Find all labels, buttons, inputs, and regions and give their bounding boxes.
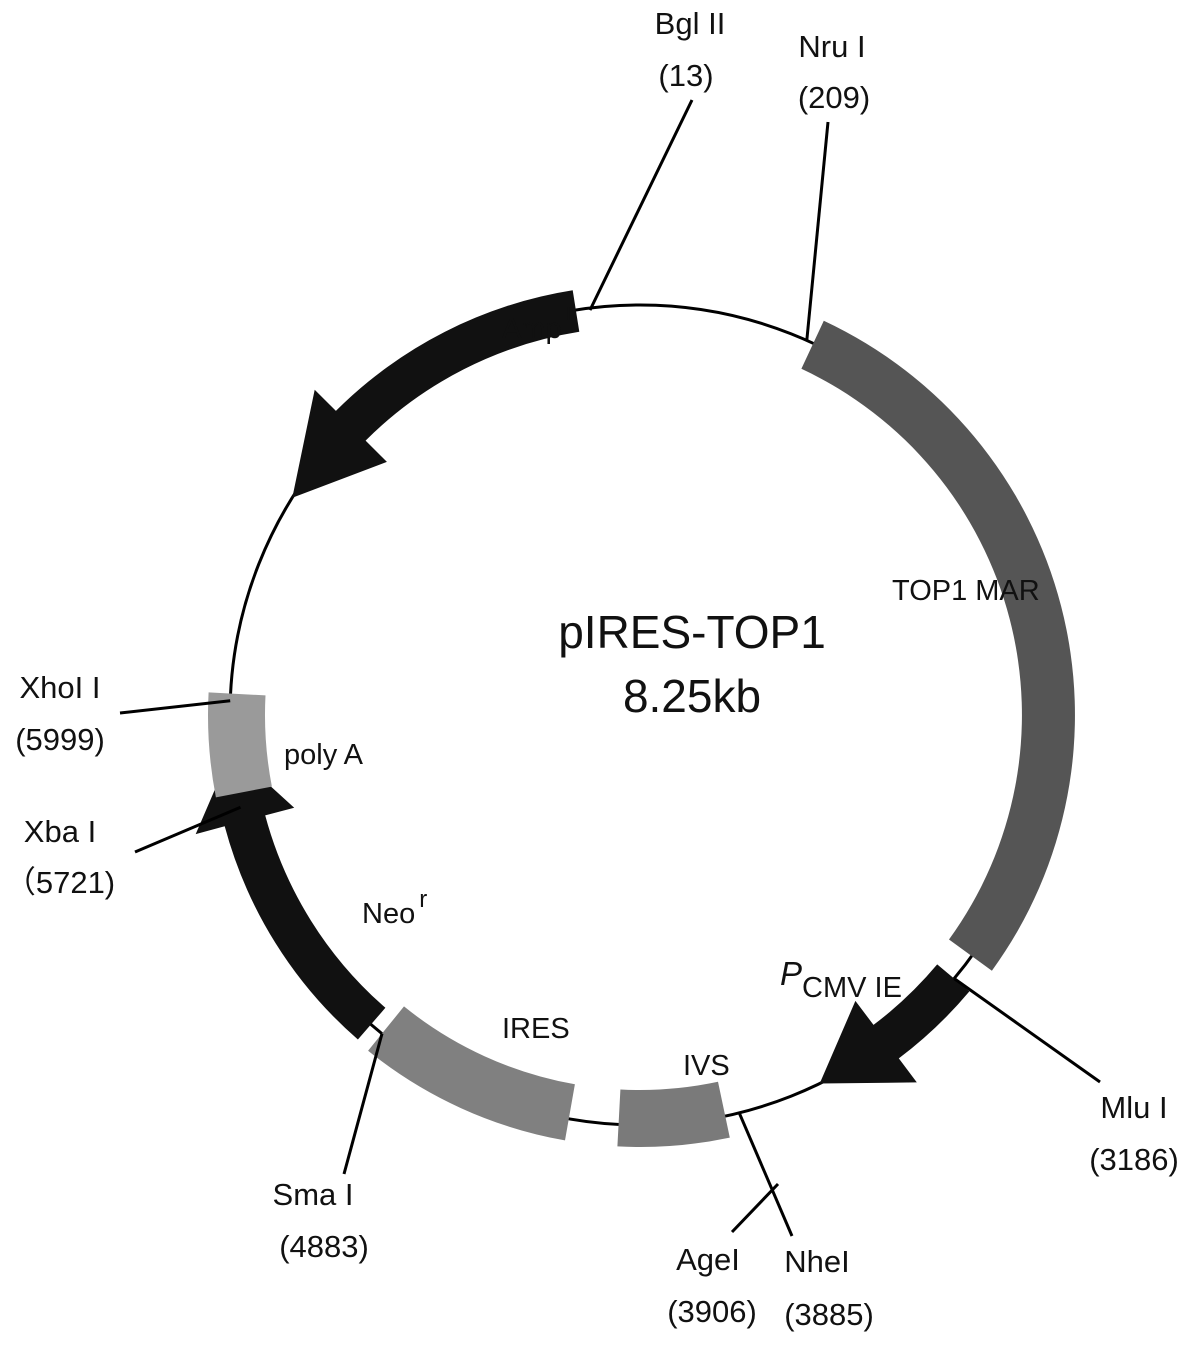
- mlui-site-line: [953, 977, 1101, 1084]
- amp-label: Ampr: [502, 299, 574, 345]
- smai-site-line: [342, 1033, 384, 1175]
- neo-base: Neo: [362, 898, 415, 930]
- pcmv-ie-label: PCMV IE: [780, 955, 902, 1004]
- polya-segment: [207, 692, 272, 798]
- xbai-site-line: [134, 805, 242, 854]
- nhei-name: NheI: [784, 1244, 849, 1279]
- ires-label: IRES: [502, 1013, 570, 1045]
- pcmv-p: P: [780, 955, 802, 992]
- pcmv-sub: CMV IE: [802, 972, 902, 1004]
- agei-name: AgeI: [676, 1242, 740, 1277]
- smai-pos: (4883): [279, 1229, 369, 1264]
- amp-base: Amp: [502, 313, 562, 345]
- ivs-label: IVS: [683, 1050, 730, 1082]
- bglii-name: Bgl II: [655, 6, 726, 41]
- ivs-segment: [617, 1081, 730, 1148]
- amp-resistance-arrow: [292, 290, 580, 498]
- neo-resistance-arrow: [195, 750, 386, 1040]
- agei-pos: (3906): [667, 1294, 757, 1329]
- nhei-pos: (3885): [784, 1297, 874, 1332]
- top1-mar-segment: [801, 320, 1075, 971]
- ires-segment: [368, 1006, 575, 1141]
- xhoi-name: XhoI I: [20, 670, 101, 705]
- smai-name: Sma I: [273, 1177, 354, 1212]
- pcmv-ie-arrow: [819, 964, 970, 1084]
- bglii-site-line: [588, 99, 694, 311]
- xbai-name: Xba I: [24, 814, 96, 849]
- plasmid-name: pIRES-TOP1: [558, 606, 826, 658]
- nrui-pos: (209): [798, 80, 870, 115]
- bglii-pos: (13): [658, 58, 713, 93]
- mlui-pos: (3186): [1089, 1142, 1179, 1177]
- mlui-name: Mlu I: [1100, 1090, 1167, 1125]
- nhei-site-line: [737, 1112, 794, 1237]
- xbai-pos: （5721): [5, 865, 115, 900]
- agei-site-line: [730, 1182, 780, 1234]
- xhoi-site-line: [119, 699, 231, 715]
- xhoi-pos: (5999): [15, 722, 105, 757]
- polya-label: poly A: [284, 739, 364, 771]
- plasmid-size: 8.25kb: [623, 670, 761, 722]
- nrui-name: Nru I: [798, 29, 865, 64]
- top1-mar-label: TOP1 MAR: [892, 575, 1040, 607]
- neo-sup: r: [419, 886, 427, 913]
- nrui-site-line: [805, 121, 830, 341]
- amp-sup: r: [566, 299, 574, 326]
